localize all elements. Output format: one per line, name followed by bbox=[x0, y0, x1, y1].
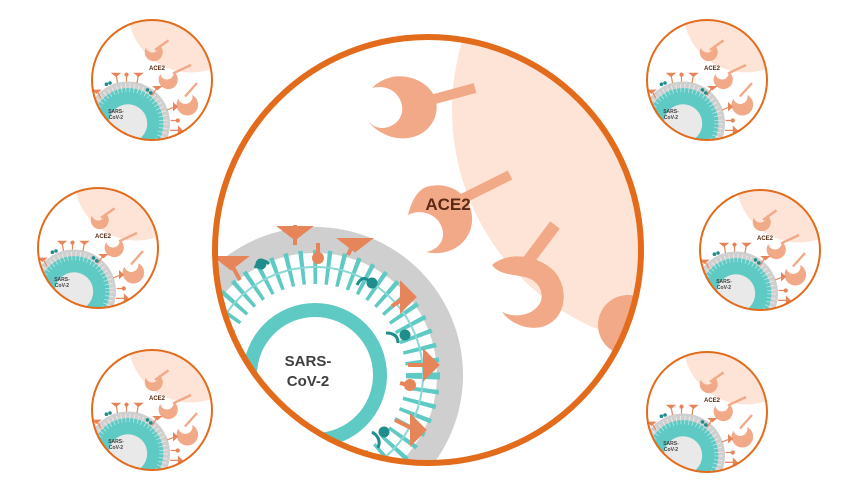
thumb-virus-label-1: SARS- bbox=[716, 279, 732, 285]
host-cell bbox=[452, 37, 641, 348]
thumb-virus-label-2: CoV-2 bbox=[109, 445, 123, 451]
thumb-virus-label-2: CoV-2 bbox=[55, 283, 69, 289]
thumb-mid-right: ACE2 SARS- CoV-2 bbox=[699, 189, 821, 311]
thumb-virus-label-1: SARS- bbox=[663, 109, 679, 115]
thumb-top-left: ACE2 SARS- CoV-2 bbox=[91, 19, 213, 141]
thumb-ace2-label: ACE2 bbox=[704, 398, 721, 404]
zoom-ring bbox=[212, 34, 644, 466]
thumb-ace2-label: ACE2 bbox=[757, 236, 774, 242]
main-zoom-circle: ACE2 SARS- CoV-2 bbox=[212, 34, 644, 466]
ace2-label: ACE2 bbox=[425, 195, 470, 214]
thumb-ace2-label: ACE2 bbox=[149, 396, 166, 402]
thumb-virus-label-2: CoV-2 bbox=[664, 115, 678, 121]
thumb-virus-label-2: CoV-2 bbox=[717, 285, 731, 291]
spike-proteins bbox=[215, 225, 440, 447]
thumb-virus-label-1: SARS- bbox=[108, 439, 124, 445]
thumb-virus-label-2: CoV-2 bbox=[664, 447, 678, 453]
thumb-virus-label-1: SARS- bbox=[663, 441, 679, 447]
thumb-bottom-left: ACE2 SARS- CoV-2 bbox=[91, 349, 213, 471]
thumb-virus-label-1: SARS- bbox=[108, 109, 124, 115]
thumb-mid-left: ACE2 SARS- CoV-2 bbox=[37, 187, 159, 309]
virus-label-line2: CoV-2 bbox=[287, 373, 330, 390]
thumb-ace2-label: ACE2 bbox=[149, 66, 166, 72]
thumb-ace2-label: ACE2 bbox=[95, 234, 112, 240]
thumb-virus-label-2: CoV-2 bbox=[109, 115, 123, 121]
ace2-receptors bbox=[368, 76, 641, 355]
thumb-bottom-right: ACE2 SARS- CoV-2 bbox=[646, 351, 768, 473]
thumb-top-right: ACE2 SARS- CoV-2 bbox=[646, 19, 768, 141]
membrane-proteins bbox=[253, 258, 411, 449]
thumb-virus-label-1: SARS- bbox=[54, 277, 70, 283]
virus-label-line1: SARS- bbox=[285, 353, 332, 370]
thumb-ace2-label: ACE2 bbox=[704, 66, 721, 72]
